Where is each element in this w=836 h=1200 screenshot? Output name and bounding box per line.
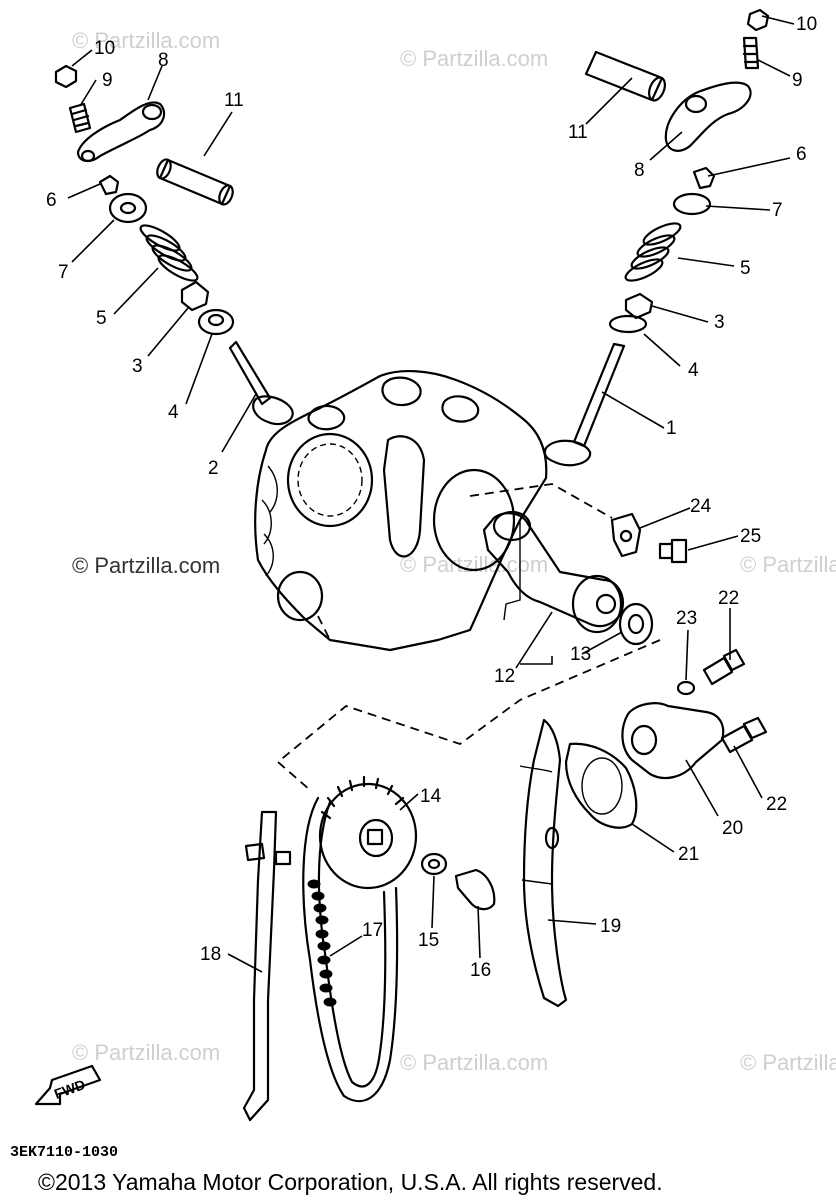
assembly-line bbox=[276, 639, 661, 791]
exhaust-valve bbox=[228, 340, 272, 406]
leader-lines bbox=[67, 15, 795, 973]
rocker-arm bbox=[76, 101, 166, 162]
washer bbox=[676, 680, 696, 696]
left-valve-train bbox=[54, 64, 294, 426]
valve-spring bbox=[624, 222, 682, 282]
chain-guide-intake bbox=[522, 718, 568, 1008]
callout-3: 3 bbox=[714, 312, 725, 333]
callout-4: 4 bbox=[688, 360, 699, 381]
intake-valve bbox=[572, 342, 626, 448]
callout-12: 12 bbox=[494, 666, 515, 687]
callout-10: 10 bbox=[796, 14, 817, 35]
cam-chain-links bbox=[307, 879, 337, 1007]
spring-retainer bbox=[108, 192, 148, 224]
exhaust-port bbox=[286, 432, 374, 528]
watermark: © Partzilla.com bbox=[400, 46, 548, 71]
spring-seat bbox=[197, 308, 235, 336]
sprocket-washer bbox=[420, 852, 448, 876]
callout-22: 22 bbox=[718, 588, 739, 609]
watermark: © Partzilla.com bbox=[400, 1050, 548, 1075]
camshaft-end bbox=[571, 574, 623, 634]
callout-18: 18 bbox=[200, 944, 221, 965]
copyright-notice: ©2013 Yamaha Motor Corporation, U.S.A. A… bbox=[38, 1169, 663, 1195]
callout-19: 19 bbox=[600, 916, 621, 937]
cam-chain-tensioner bbox=[621, 702, 725, 780]
callout-2: 2 bbox=[208, 458, 219, 479]
valve-cotter bbox=[692, 166, 716, 190]
callout-25: 25 bbox=[740, 526, 761, 547]
callout-8: 8 bbox=[634, 160, 645, 181]
bolt bbox=[702, 648, 746, 686]
spring-retainer bbox=[672, 192, 712, 216]
rocker-arm bbox=[664, 81, 752, 152]
callout-10: 10 bbox=[94, 38, 115, 59]
right-valve-train bbox=[543, 8, 770, 467]
cam-chain bbox=[302, 796, 399, 1103]
adjuster-screw bbox=[742, 36, 760, 70]
watermark: © Partzilla.com bbox=[740, 552, 836, 577]
callout-20: 20 bbox=[722, 818, 743, 839]
drawing-code: 3EK7110-1030 bbox=[10, 1144, 118, 1161]
camshaft-bore bbox=[432, 468, 516, 572]
watermark: © Partzilla.com bbox=[72, 553, 220, 578]
callout-24: 24 bbox=[690, 496, 712, 517]
camshaft-washer bbox=[618, 602, 654, 646]
callout-1: 1 bbox=[666, 418, 677, 439]
callout-17: 17 bbox=[362, 920, 383, 941]
bolt bbox=[720, 716, 768, 754]
adjuster-screw bbox=[68, 102, 92, 134]
callout-5: 5 bbox=[96, 308, 107, 329]
valve-cotter bbox=[98, 174, 120, 196]
callout-11: 11 bbox=[224, 90, 244, 111]
camshaft bbox=[482, 510, 654, 646]
callout-7: 7 bbox=[58, 262, 69, 283]
cam-stopper-plate bbox=[610, 512, 642, 558]
watermark: © Partzilla.com bbox=[740, 1050, 836, 1075]
valve-stem-seal bbox=[624, 292, 654, 320]
callout-21: 21 bbox=[678, 844, 699, 865]
callout-6: 6 bbox=[796, 144, 807, 165]
callout-22: 22 bbox=[766, 794, 787, 815]
valve-spring bbox=[139, 224, 199, 282]
callout-23: 23 bbox=[676, 608, 697, 629]
adjuster-nut bbox=[746, 8, 770, 32]
callout-15: 15 bbox=[418, 930, 439, 951]
rocker-shaft bbox=[584, 50, 664, 102]
callout-3: 3 bbox=[132, 356, 143, 377]
callout-9: 9 bbox=[792, 70, 803, 91]
watermarks: © Partzilla.com © Partzilla.com © Partzi… bbox=[72, 28, 836, 1075]
callout-16: 16 bbox=[470, 960, 491, 981]
cylinder-head bbox=[254, 369, 548, 652]
adjuster-nut bbox=[54, 64, 78, 89]
assembly-line bbox=[469, 483, 613, 519]
watermark: © Partzilla.com bbox=[72, 28, 220, 53]
valve-stem-seal bbox=[180, 280, 210, 312]
callout-labels: 10 9 8 11 6 7 5 3 4 2 10 9 11 8 6 7 5 3 … bbox=[46, 14, 817, 981]
fwd-label: FWD bbox=[52, 1076, 87, 1102]
callout-6: 6 bbox=[46, 190, 57, 211]
callout-9: 9 bbox=[102, 70, 113, 91]
callout-13: 13 bbox=[570, 644, 591, 665]
forward-direction-arrow: FWD bbox=[34, 1064, 102, 1106]
chain-guide-exhaust bbox=[242, 810, 278, 1122]
bolt bbox=[658, 538, 688, 564]
sprocket-bolt bbox=[454, 868, 496, 911]
callout-5: 5 bbox=[740, 258, 751, 279]
callout-7: 7 bbox=[772, 200, 783, 221]
camshaft-sprocket bbox=[318, 775, 418, 890]
watermark: © Partzilla.com bbox=[72, 1040, 220, 1065]
tensioner-gasket bbox=[564, 742, 638, 829]
spring-seat bbox=[608, 314, 648, 334]
callout-8: 8 bbox=[158, 50, 169, 71]
callout-14: 14 bbox=[420, 786, 442, 807]
callout-4: 4 bbox=[168, 402, 179, 423]
callout-11: 11 bbox=[568, 122, 588, 143]
watermark: © Partzilla.com bbox=[400, 552, 548, 577]
